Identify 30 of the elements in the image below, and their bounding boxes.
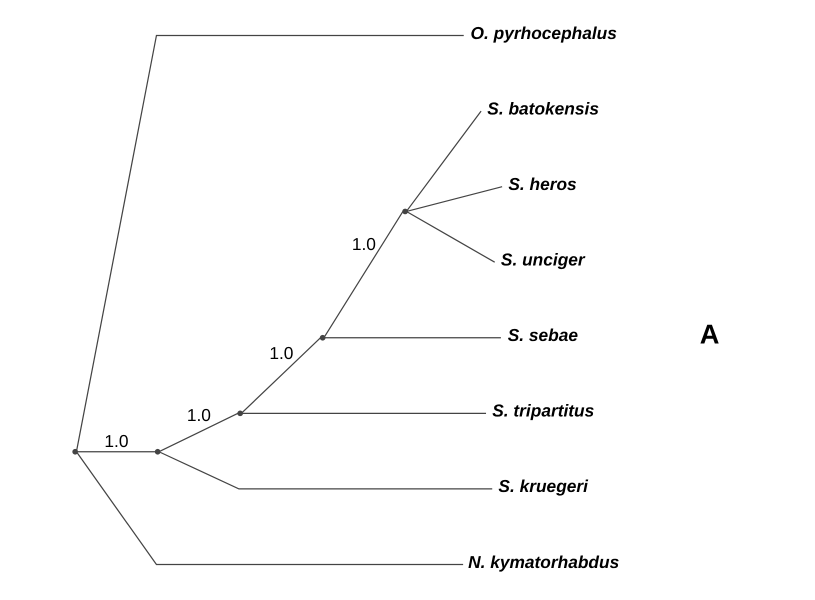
connector — [160, 452, 492, 490]
node-text: S. unciger — [500, 250, 584, 270]
connector — [406, 186, 502, 212]
edge-label: 1.0 — [104, 431, 128, 452]
connector — [241, 337, 320, 413]
node-point — [319, 334, 325, 341]
node-text: S. sebae — [507, 325, 578, 346]
node-text: S. batokensis — [486, 98, 598, 118]
connector — [406, 211, 495, 263]
connector — [406, 110, 482, 211]
node-text: N. kymatorhabdus — [468, 552, 619, 572]
node-point — [236, 410, 243, 416]
connector — [242, 412, 486, 414]
connector — [324, 337, 500, 338]
label: A — [699, 318, 719, 350]
node-point — [72, 448, 78, 455]
connector — [324, 211, 403, 337]
connector — [77, 451, 155, 452]
node-text: S. kruegeri — [498, 476, 588, 496]
node-point — [154, 448, 160, 455]
connector — [76, 452, 463, 566]
connector — [76, 34, 464, 450]
edge-label: 1.0 — [186, 405, 210, 426]
node-text: S. tripartitus — [492, 400, 594, 421]
node-point — [402, 208, 408, 214]
node-text: S. heros — [508, 174, 576, 194]
edge-label: 1.0 — [268, 343, 293, 364]
connector — [160, 412, 238, 452]
node-text: O. pyrhocephalus — [470, 22, 616, 43]
edge-label: 1.0 — [351, 234, 376, 254]
